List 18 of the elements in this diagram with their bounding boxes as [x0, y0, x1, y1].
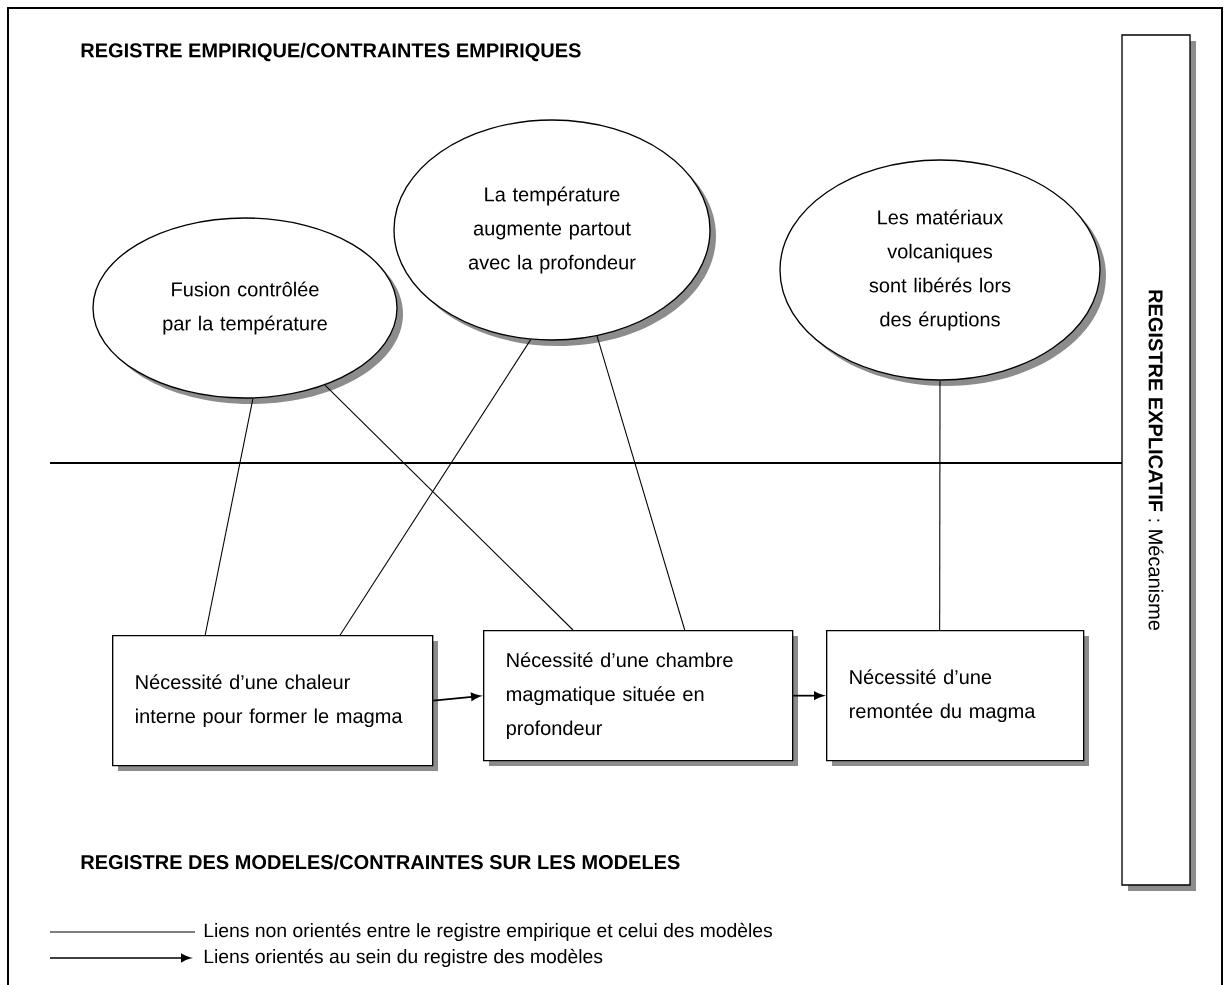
connector-line: [339, 339, 532, 636]
ellipse-bubble: La température augmente partout avec la profondeur: [393, 119, 716, 346]
legend-text: Liens non orientés entre le registre empirique et celui des modèles: [204, 922, 773, 942]
arrow: [432, 692, 481, 702]
legend-text: Liens orientés au sein du registre des modèles: [204, 948, 603, 968]
section-heading: REGISTRE EMPIRIQUE/CONTRAINTES EMPIRIQUES: [81, 42, 581, 62]
vertical-band: REGISTRE EXPLICATIF : Mécanisme: [1121, 34, 1196, 891]
connector-line: [204, 398, 254, 636]
process-box: Nécessité d’une chambre magmatique située en profondeur: [483, 630, 798, 766]
connector-line: [324, 384, 574, 631]
process-box: Nécessité d’une chaleur interne pour former le magma: [112, 635, 438, 771]
ellipse-bubble: Fusion contrôlée par la température: [92, 217, 403, 404]
section-heading: REGISTRE DES MODELES/CONTRAINTES SUR LES MODELES: [81, 854, 680, 870]
process-box: Nécessité d’une remontée du magma: [826, 630, 1089, 766]
connector-line: [939, 380, 941, 631]
ellipse-bubble: Les matériaux volcaniques sont libérés lors des éruptions: [779, 159, 1106, 386]
connector-line: [596, 335, 686, 631]
arrow: [792, 691, 824, 700]
